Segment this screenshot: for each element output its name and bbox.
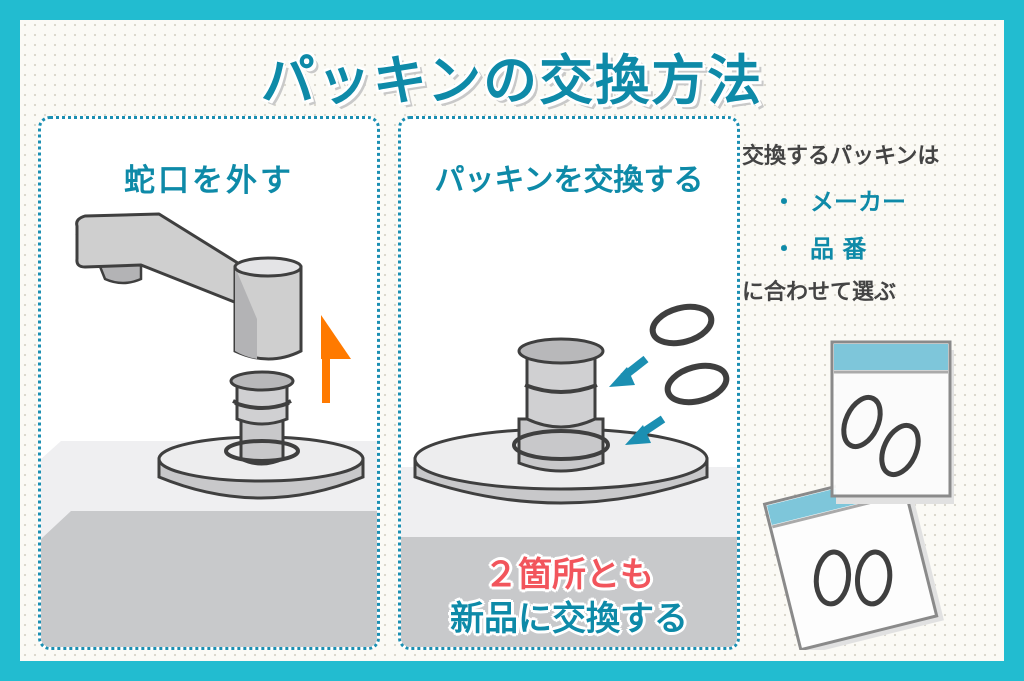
packing-bag-icon [830,340,954,504]
step2-note-line2: 新品に交換する [450,599,688,639]
arrow-in-icon [625,415,666,445]
faucet-spout-icon [75,212,303,361]
tip-label: 品 番 [810,235,867,263]
tip-bullet-part-number: ・品 番 [772,229,1004,264]
tip-label: メーカー [810,188,906,216]
bullet-dot: ・ [772,235,796,263]
tips-heading: 交換するパッキンは [742,144,940,169]
faucet-base-icon [157,370,365,500]
tip-bullet-maker: ・メーカー [772,182,1004,217]
infographic-canvas: パッキンの交換方法 [20,20,1004,661]
step2-title: パッキンを交換する [434,163,704,198]
arrow-up-icon [321,315,351,403]
step-panel-replace-packing: パッキンを交換する ２箇所とも 新品に交換する [398,116,740,650]
selection-tips: 交換するパッキンは ・メーカー ・品 番 に合わせて選ぶ [742,138,1004,306]
o-ring-icon [649,303,715,347]
arrow-in-icon [609,355,649,387]
replace-packing-illustration [401,303,737,647]
page-title: パッキンの交換方法 [260,49,764,112]
packing-bags-illustration [762,340,954,650]
bullet-dot: ・ [772,188,796,216]
o-ring-icon [664,362,730,406]
tips-footer: に合わせて選ぶ [742,280,897,305]
step2-note-line1: ２箇所とも [484,555,654,595]
step1-title: 蛇口を外す [124,163,294,199]
remove-faucet-illustration [41,212,377,647]
step-panel-remove-faucet: 蛇口を外す [38,116,380,650]
